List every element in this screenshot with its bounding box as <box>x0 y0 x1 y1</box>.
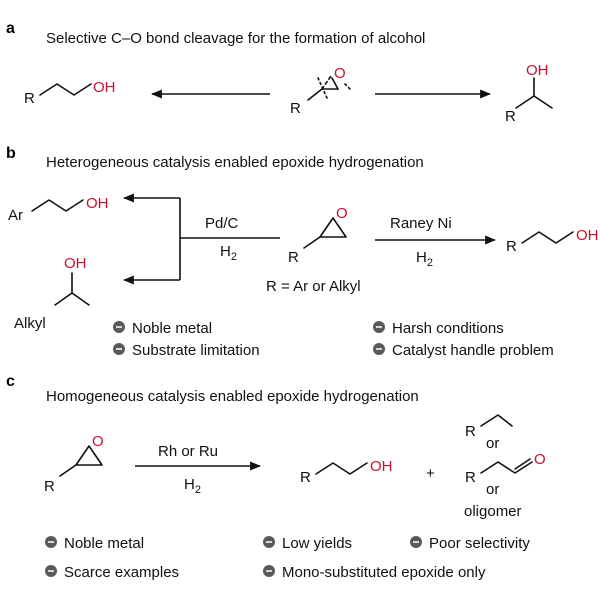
bullet-text: Noble metal <box>132 320 212 337</box>
rh-ru-label: Rh or Ru <box>158 443 218 460</box>
bracket-arrows-b <box>123 193 280 285</box>
bullet-item-c5: Mono-substituted epoxide only <box>263 564 486 581</box>
section-c-title: Homogeneous catalysis enabled epoxide hy… <box>46 388 419 405</box>
bullet-text: Noble metal <box>64 535 144 552</box>
atom-oh: OH <box>526 62 549 79</box>
bullet-item-b3: Harsh conditions <box>373 320 504 337</box>
subscript-2: 2 <box>231 251 237 263</box>
atom-r: R <box>465 469 476 486</box>
bullet-item-b2: Substrate limitation <box>113 342 260 359</box>
pd-c-label: Pd/C <box>205 215 239 232</box>
bullet-item-c4: Poor selectivity <box>410 535 530 552</box>
secondary-alcohol-a: R OH <box>505 62 553 125</box>
section-a-title: Selective C–O bond cleavage for the form… <box>46 30 425 47</box>
h2-label-left: H2 <box>220 243 237 263</box>
subscript-2: 2 <box>195 484 201 496</box>
epoxide-c: R O <box>44 433 104 495</box>
raney-ni-label: Raney Ni <box>390 215 452 232</box>
h2-label-c: H2 <box>184 476 201 496</box>
oligomer-label: oligomer <box>464 503 522 520</box>
or-label-1: or <box>486 435 499 452</box>
atom-r: R <box>290 100 301 117</box>
h-label: H <box>184 476 195 493</box>
section-a-label: a <box>6 20 15 37</box>
primary-alcohol-c: R OH <box>300 458 393 486</box>
aryl-primary-alcohol: Ar OH <box>8 195 109 224</box>
atom-o: O <box>336 205 348 222</box>
atom-oh: OH <box>576 227 599 244</box>
r-definition: R = Ar or Alkyl <box>266 278 361 295</box>
primary-alcohol-a: R OH <box>24 79 116 107</box>
section-b-label: b <box>6 145 16 162</box>
alkyl-secondary-alcohol: Alkyl OH <box>14 255 90 332</box>
atom-r: R <box>300 469 311 486</box>
bullet-text: Scarce examples <box>64 564 179 581</box>
h-label: H <box>416 249 427 266</box>
atom-oh: OH <box>64 255 87 272</box>
subscript-2: 2 <box>427 257 433 269</box>
atom-r: R <box>506 238 517 255</box>
atom-r: R <box>288 249 299 266</box>
atom-o: O <box>334 65 346 82</box>
bullet-text: Substrate limitation <box>132 342 260 359</box>
bullet-text: Low yields <box>282 535 352 552</box>
atom-r: R <box>44 478 55 495</box>
atom-oh: OH <box>86 195 109 212</box>
atom-alkyl: Alkyl <box>14 315 46 332</box>
h-label: H <box>220 243 231 260</box>
bullet-text: Catalyst handle problem <box>392 342 554 359</box>
bullet-item-c2: Scarce examples <box>45 564 179 581</box>
or-label-2: or <box>486 481 499 498</box>
bullet-item-c1: Noble metal <box>45 535 144 552</box>
bullet-item-b1: Noble metal <box>113 320 212 337</box>
bullet-text: Harsh conditions <box>392 320 504 337</box>
aldehyde-byproduct: R O <box>465 451 546 486</box>
section-c-label: c <box>6 373 15 390</box>
primary-alcohol-b: R OH <box>506 227 599 255</box>
atom-o: O <box>534 451 546 468</box>
atom-o: O <box>92 433 104 450</box>
epoxide-cleavage-a: R O <box>290 65 353 117</box>
epoxide-b: R O <box>288 205 348 266</box>
plus-sign: + <box>426 465 435 482</box>
atom-r: R <box>24 90 35 107</box>
atom-r: R <box>505 108 516 125</box>
bullet-item-c3: Low yields <box>263 535 352 552</box>
section-b-title: Heterogeneous catalysis enabled epoxide … <box>46 154 424 171</box>
bullet-text: Poor selectivity <box>429 535 530 552</box>
h2-label-right: H2 <box>416 249 433 269</box>
atom-oh: OH <box>370 458 393 475</box>
bullet-text: Mono-substituted epoxide only <box>282 564 486 581</box>
bullet-item-b4: Catalyst handle problem <box>373 342 554 359</box>
atom-ar: Ar <box>8 207 23 224</box>
atom-oh: OH <box>93 79 116 96</box>
alkane-byproduct: R <box>465 414 513 440</box>
atom-r: R <box>465 423 476 440</box>
